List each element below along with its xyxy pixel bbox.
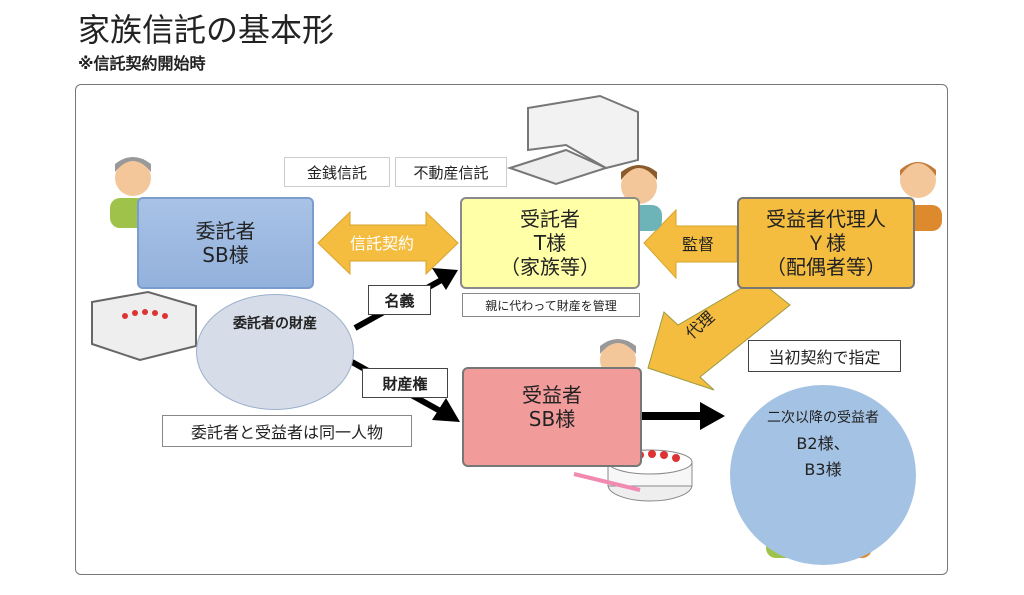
- next-beneficiaries-text: 二次以降の受益者 B2様、 B3様: [730, 405, 916, 483]
- next-beneficiary-b2: B2様、: [796, 434, 850, 453]
- next-beneficiaries-title: 二次以降の受益者: [767, 410, 879, 426]
- trustee-note: （家族等）: [500, 255, 600, 279]
- next-beneficiary-b3: B3様: [804, 460, 842, 479]
- contract-arrow-label: 信託契約: [350, 234, 415, 253]
- agent-note: （配偶者等）: [766, 255, 886, 279]
- nominal-label: 名義: [368, 285, 431, 315]
- beneficiary-name: SB様: [528, 407, 576, 431]
- designated-note: 当初契約で指定: [748, 340, 901, 372]
- property-ellipse: [196, 294, 354, 410]
- agent-role: 受益者代理人: [766, 207, 886, 231]
- settlor-box: 委託者 SB様: [137, 197, 314, 289]
- trustee-name: T様: [533, 231, 567, 255]
- real-estate-trust-label: 不動産信託: [395, 157, 507, 187]
- supervise-arrow-label: 監督: [682, 235, 715, 254]
- trustee-box: 受託者 T様 （家族等）: [460, 197, 640, 289]
- property-right-label: 財産権: [362, 368, 448, 398]
- beneficiary-box: 受益者 SB様: [462, 367, 642, 467]
- trustee-description: 親に代わって財産を管理: [462, 293, 640, 317]
- page-subtitle: ※信託契約開始時: [78, 54, 206, 73]
- beneficiary-role: 受益者: [522, 383, 582, 407]
- same-person-note: 委託者と受益者は同一人物: [162, 415, 412, 447]
- diagram-frame: [75, 84, 948, 575]
- property-title: 委託者の財産: [233, 316, 317, 332]
- trustee-role: 受託者: [520, 207, 580, 231]
- money-trust-label: 金銭信託: [284, 157, 390, 187]
- settlor-role: 委託者: [195, 219, 256, 243]
- agent-box: 受益者代理人 Ｙ様 （配偶者等）: [737, 197, 915, 289]
- next-beneficiaries-ellipse: [730, 385, 916, 565]
- page-title: 家族信託の基本形: [78, 11, 335, 49]
- settlor-name: SB様: [202, 243, 249, 267]
- agent-name: Ｙ様: [806, 231, 846, 255]
